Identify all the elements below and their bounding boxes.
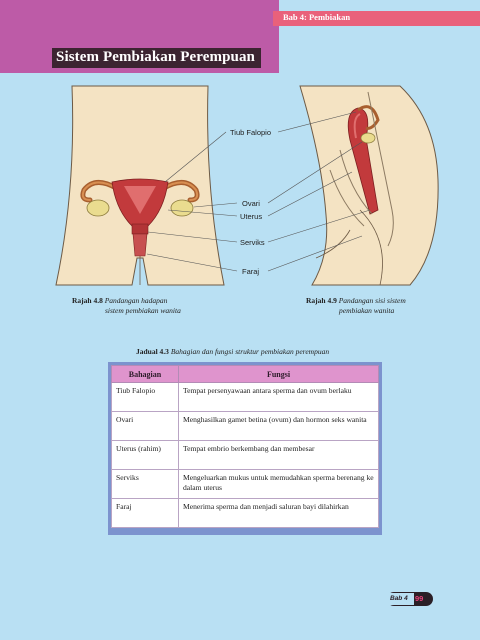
- vagina-front: [132, 233, 148, 257]
- figure-text-side-2: pembiakan wanita: [339, 306, 395, 315]
- chapter-label: Bab 4: Pembiakan: [283, 12, 351, 22]
- table-header-row: Bahagian Fungsi: [111, 365, 379, 383]
- ovary-left: [86, 199, 110, 217]
- cervix-front: [131, 223, 149, 235]
- label-serviks: Serviks: [240, 238, 265, 247]
- table-row: Tiub Falopio Tempat persenyawaan antara …: [111, 382, 379, 412]
- chapter-bar: [273, 11, 480, 26]
- table-caption: Jadual 4.3 Bahagian dan fungsi struktur …: [136, 347, 329, 356]
- figure-text-front-1: Pandangan hadapan: [104, 296, 168, 305]
- cell-function: Tempat persenyawaan antara sperma dan ov…: [178, 382, 379, 412]
- table-row: Serviks Mengeluarkan mukus untuk memudah…: [111, 469, 379, 499]
- cell-part: Uterus (rahim): [111, 440, 179, 470]
- cell-part: Tiub Falopio: [111, 382, 179, 412]
- page-title: Sistem Pembiakan Perempuan: [52, 48, 261, 68]
- table-row: Ovari Menghasilkan gamet betina (ovum) d…: [111, 411, 379, 441]
- figure-number-front: Rajah 4.8: [72, 296, 103, 305]
- table-caption-text: Bahagian dan fungsi struktur pembiakan p…: [170, 347, 330, 356]
- label-uterus: Uterus: [240, 212, 262, 221]
- table-frame: Bahagian Fungsi Tiub Falopio Tempat pers…: [108, 362, 382, 535]
- figure-caption-side: Rajah 4.9 Pandangan sisi sistem pembiaka…: [306, 296, 406, 316]
- header-bahagian: Bahagian: [111, 365, 179, 383]
- footer-page-number: 99: [415, 594, 424, 603]
- table-row: Uterus (rahim) Tempat embrio berkembang …: [111, 440, 379, 470]
- cell-part: Faraj: [111, 498, 179, 528]
- figure-text-side-1: Pandangan sisi sistem: [338, 296, 406, 305]
- footer-chapter: Bab 4: [390, 595, 408, 602]
- header-fungsi: Fungsi: [178, 365, 379, 383]
- cell-function: Menghasilkan gamet betina (ovum) dan hor…: [178, 411, 379, 441]
- cell-function: Tempat embrio berkembang dan membesar: [178, 440, 379, 470]
- table-row: Faraj Menerima sperma dan menjadi salura…: [111, 498, 379, 528]
- figure-text-front-2: sistem pembiakan wanita: [105, 306, 181, 315]
- fallopian-tube-side: [357, 105, 380, 130]
- cell-function: Menerima sperma dan menjadi saluran bayi…: [178, 498, 379, 528]
- cell-part: Serviks: [111, 469, 179, 499]
- ovary-side: [360, 132, 376, 144]
- function-table: Bahagian Fungsi Tiub Falopio Tempat pers…: [111, 365, 379, 528]
- label-faraj: Faraj: [242, 267, 259, 276]
- label-ovari: Ovari: [242, 199, 260, 208]
- reproductive-illustrations: Tiub Falopio Ovari Uterus Serviks Faraj: [55, 85, 439, 286]
- cell-part: Ovari: [111, 411, 179, 441]
- figure-number-side: Rajah 4.9: [306, 296, 337, 305]
- table-number: Jadual 4.3: [136, 347, 169, 356]
- figure-caption-front: Rajah 4.8 Pandangan hadapan sistem pembi…: [72, 296, 181, 316]
- label-tiub-falopio: Tiub Falopio: [230, 128, 271, 137]
- footer-label-bg: [384, 593, 414, 605]
- cell-function: Mengeluarkan mukus untuk memudahkan sper…: [178, 469, 379, 499]
- ovary-right: [170, 199, 194, 217]
